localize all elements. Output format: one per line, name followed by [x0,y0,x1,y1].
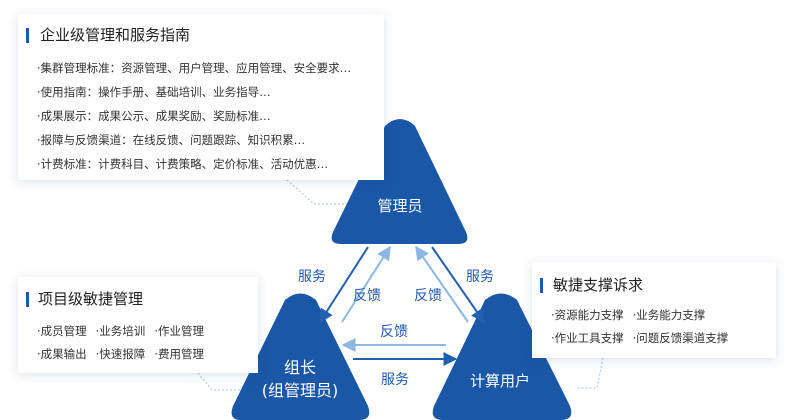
enterprise-guide-card: 企业级管理和服务指南 ·集群管理标准：资源管理、用户管理、应用管理、安全要求… … [18,14,384,180]
project-agile-row: ·成员管理 ·业务培训 ·作业管理 [37,323,204,339]
project-agile-item: ·费用管理 [154,347,204,361]
project-agile-item: ·业务培训 [95,324,146,338]
enterprise-guide-line: ·成果展示：成果公示、成果奖励、奖励标准… [37,109,271,123]
arrow-leader-to-admin [341,245,391,323]
edge-label-user-to-admin: 反馈 [414,288,442,304]
agile-support-item: ·业务能力支撑 [632,308,706,322]
connector-enterprise-admin [286,179,350,205]
project-agile-card: 项目级敏捷管理 ·成员管理 ·业务培训 ·作业管理 ·成果输出 ·快速报障 ·费用管理 [18,277,258,373]
agile-support-card: 敏捷支撑诉求 ·资源能力支撑 ·业务能力支撑 ·作业工具支撑 ·问题反馈渠道支撑 [532,262,776,358]
agile-support-row: ·资源能力支撑 ·业务能力支撑 [551,307,705,323]
enterprise-guide-title: 企业级管理和服务指南 [40,26,191,44]
edge-label-leader-to-admin: 反馈 [353,288,381,304]
project-agile-item: ·作业管理 [154,324,204,338]
leader-node-label: 组长 [283,358,316,377]
project-agile-item: ·成果输出 [37,347,87,361]
enterprise-guide-line: ·报障与反馈渠道：在线反馈、问题跟踪、知识积累… [37,133,306,147]
agile-support-row: ·作业工具支撑 ·问题反馈渠道支撑 [551,330,728,346]
edge-label-leader-to-user: 服务 [381,372,409,388]
project-agile-title: 项目级敏捷管理 [38,290,144,308]
admin-node [331,119,468,244]
user-node [432,293,572,420]
edge-label-admin-to-leader: 服务 [298,269,326,285]
leader-node [231,293,370,420]
edge-label-user-to-leader: 反馈 [380,324,408,340]
enterprise-title-bar [26,28,29,43]
agile-support-item: ·资源能力支撑 [551,308,624,322]
agile-support-title: 敏捷支撑诉求 [553,276,644,294]
agile-support-item: ·问题反馈渠道支撑 [632,331,729,345]
enterprise-guide-line: ·计费标准：计费科目、计费策略、定价标准、活动优惠… [37,157,329,171]
admin-node-label: 管理员 [377,197,423,215]
project-agile-item: ·快速报障 [95,347,146,361]
user-node-label: 计算用户 [469,372,530,390]
agile-title-bar [540,278,543,293]
arrow-admin-to-user [431,246,485,324]
enterprise-guide-line: ·使用指南：操作手册、基础培训、业务指导… [37,85,271,99]
enterprise-guide-line: ·集群管理标准：资源管理、用户管理、应用管理、安全要求… [37,61,352,75]
project-agile-row: ·成果输出 ·快速报障 ·费用管理 [37,346,204,362]
arrow-user-to-admin [415,245,469,323]
arrow-admin-to-leader [319,246,369,324]
edge-label-admin-to-user: 服务 [466,269,494,285]
agile-support-item: ·作业工具支撑 [551,331,624,345]
leader-node-sublabel: (组管理员) [261,381,339,400]
project-agile-item: ·成员管理 [37,324,87,338]
connector-project-leader [197,372,244,391]
connector-agile-user [576,357,604,389]
project-title-bar [26,292,29,307]
